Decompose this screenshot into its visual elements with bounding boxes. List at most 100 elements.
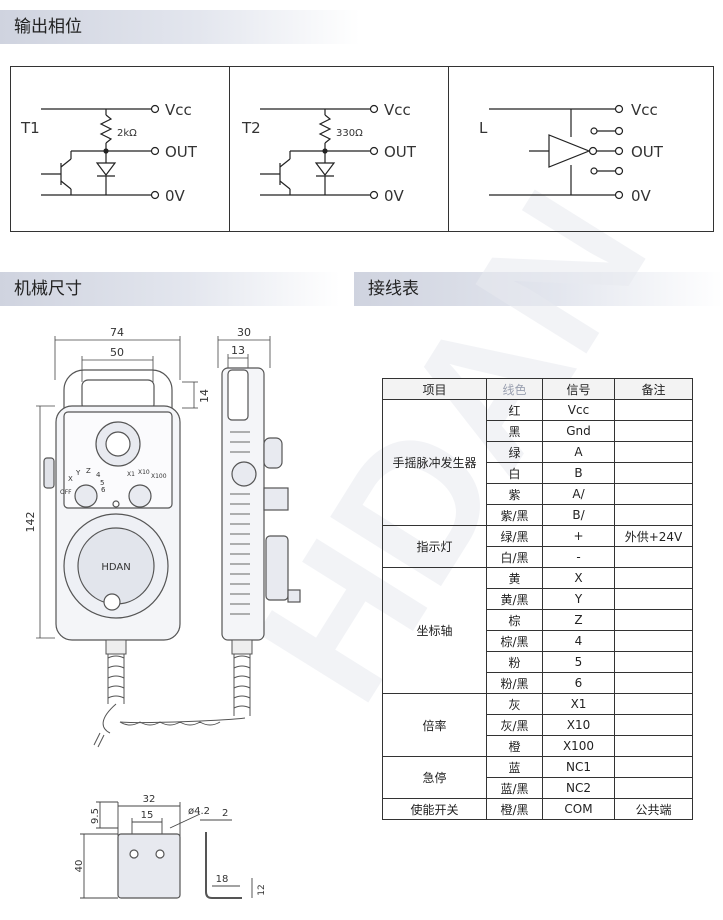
cell-color: 粉/黑 (486, 672, 543, 694)
cell-note (614, 567, 693, 589)
circuit-t2: T2 330Ω Vcc OUT 0V (241, 101, 417, 205)
dim-18: 18 (216, 874, 229, 885)
dim-12: 12 (257, 884, 267, 895)
dim-9-5: 9.5 (90, 808, 101, 824)
cell-color: 蓝 (486, 756, 543, 778)
output-phase-header: 输出相位 (0, 10, 360, 44)
dim-2: 2 (222, 808, 228, 819)
circuit-t2-label: T2 (241, 119, 261, 137)
cell-signal: 4 (542, 630, 615, 652)
dimensions-header: 机械尺寸 (0, 272, 340, 306)
dim-74: 74 (110, 326, 124, 339)
dim-14: 14 (198, 389, 211, 403)
circuit-divider (448, 67, 449, 231)
circuit-t1-out: OUT (165, 143, 198, 161)
cell-item: 坐标轴 (382, 567, 487, 694)
output-circuits-panel: T1 2kΩ Vcc OUT 0V T2 (10, 66, 714, 232)
cell-signal: A (542, 441, 615, 463)
circuit-t2-resistor: 330Ω (336, 128, 363, 139)
cell-note (614, 588, 693, 610)
bracket-front (117, 833, 181, 899)
table-row: 指示灯绿/黑+外供+24V (382, 525, 693, 568)
handwheel-front-view (43, 369, 181, 641)
circuit-t1-vcc: Vcc (165, 101, 192, 119)
cell-color: 黄/黑 (486, 588, 543, 610)
cell-color: 绿/黑 (486, 525, 543, 547)
bracket-dimensions (80, 801, 253, 899)
cell-color: 棕/黑 (486, 630, 543, 652)
cell-color: 粉 (486, 651, 543, 673)
circuit-t1-0v: 0V (165, 187, 186, 205)
cell-signal: X1 (542, 693, 615, 715)
dim-40: 40 (74, 860, 85, 873)
front-cable (93, 639, 246, 748)
axis-off-label: OFF (60, 489, 72, 496)
cell-note (614, 462, 693, 484)
cell-signal: B (542, 462, 615, 484)
cell-note (614, 399, 693, 421)
cell-color: 灰 (486, 693, 543, 715)
cell-color: 红 (486, 399, 543, 421)
cell-signal: X10 (542, 714, 615, 736)
header-item: 项目 (382, 378, 487, 400)
cell-color: 橙/黑 (486, 798, 543, 820)
cell-note (614, 441, 693, 463)
circuit-t2-out: OUT (384, 143, 417, 161)
header-signal: 信号 (542, 378, 615, 400)
circuit-t1-label: T1 (20, 119, 40, 137)
cell-signal: Vcc (542, 399, 615, 421)
cell-color: 紫 (486, 483, 543, 505)
cell-color: 橙 (486, 735, 543, 757)
cell-signal: B/ (542, 504, 615, 526)
cell-note (614, 630, 693, 652)
cell-note (614, 735, 693, 757)
cell-signal: 5 (542, 651, 615, 673)
header-color: 线色 (486, 378, 543, 400)
circuit-l-label: L (479, 119, 488, 137)
cell-color: 灰/黑 (486, 714, 543, 736)
cell-signal: Y (542, 588, 615, 610)
wiring-header: 接线表 (354, 272, 723, 306)
bracket-side (205, 832, 242, 899)
circuit-divider (229, 67, 230, 231)
cell-color: 白/黑 (486, 546, 543, 568)
cell-signal: 6 (542, 672, 615, 694)
cell-note (614, 504, 693, 526)
dimensions-title: 机械尺寸 (14, 279, 82, 299)
cell-signal: A/ (542, 483, 615, 505)
axis-label-x: X (68, 475, 73, 483)
cell-note (614, 672, 693, 694)
axis-label-y: Y (75, 469, 81, 477)
mechanical-drawing: 74 50 14 142 30 13 X Y Z 4 5 6 OFF X1 X1… (24, 326, 301, 899)
circuit-t2-vcc: Vcc (384, 101, 411, 119)
cell-item: 使能开关 (382, 798, 487, 820)
output-phase-title: 输出相位 (14, 17, 82, 37)
cell-item: 手摇脉冲发生器 (382, 399, 487, 526)
cell-color: 黑 (486, 420, 543, 442)
dim-30: 30 (237, 326, 251, 339)
cell-note (614, 777, 693, 799)
table-header-row: 项目 线色 信号 备注 (382, 378, 693, 400)
dim-15: 15 (141, 810, 154, 821)
cell-color: 白 (486, 462, 543, 484)
cell-item: 倍率 (382, 693, 487, 757)
cell-note (614, 651, 693, 673)
dim-hole: ø4.2 (188, 806, 210, 817)
rate-label-x100: X100 (151, 473, 167, 480)
dim-142: 142 (24, 512, 37, 533)
circuit-t1-resistor: 2kΩ (117, 128, 137, 139)
cell-note (614, 420, 693, 442)
cell-note (614, 609, 693, 631)
dim-50: 50 (110, 346, 124, 359)
cell-note (614, 693, 693, 715)
